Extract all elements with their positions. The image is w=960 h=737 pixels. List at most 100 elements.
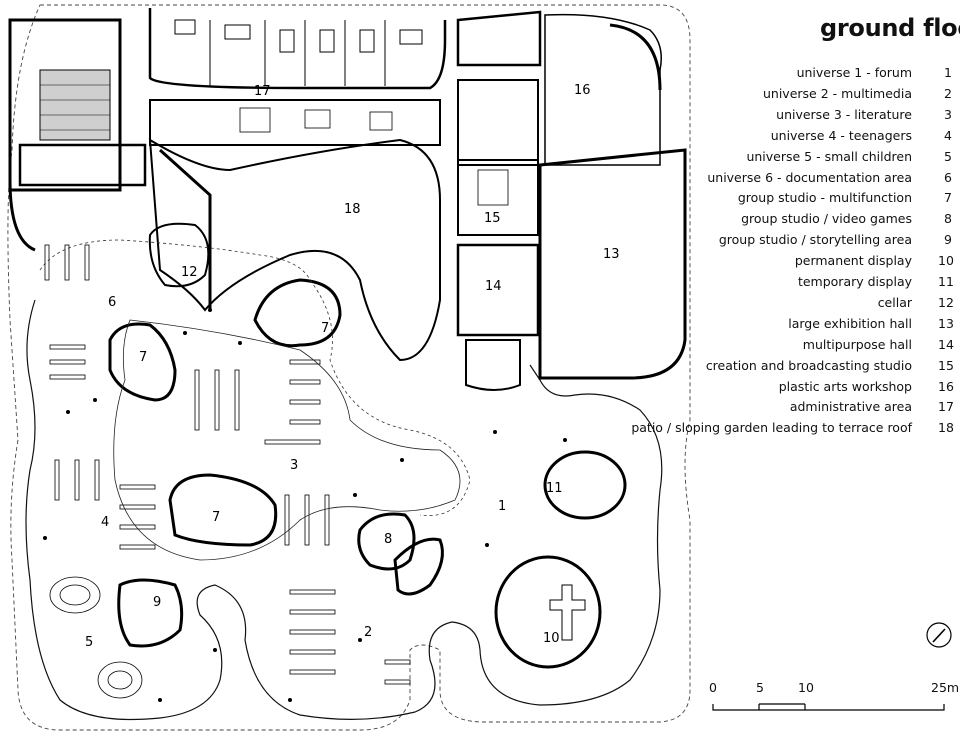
legend-label: administrative area	[789, 399, 912, 415]
desk	[369, 111, 393, 131]
shelf	[289, 669, 336, 675]
shelf	[289, 379, 321, 385]
legend-number: 2	[944, 85, 952, 101]
plan-label-7-top: 7	[321, 321, 329, 336]
core-block	[18, 143, 147, 187]
north-arrow-icon	[926, 622, 952, 648]
legend-number: 16	[938, 378, 954, 394]
shelf	[289, 399, 321, 405]
shelf	[234, 369, 240, 431]
column	[485, 543, 489, 547]
legend-label: cellar	[877, 294, 912, 310]
column	[213, 648, 217, 652]
stage-box	[465, 339, 521, 391]
shelf	[289, 419, 321, 425]
legend-number: 11	[938, 274, 954, 289]
studio-9	[117, 578, 184, 648]
plan-label-7-center: 7	[212, 510, 220, 525]
shelf	[119, 484, 156, 490]
legend-number: 6	[944, 169, 952, 185]
plan-label-5: 5	[85, 635, 93, 650]
legend-label: group studio / video games	[741, 211, 912, 227]
bookshelves	[44, 244, 411, 685]
page-title: ground floor	[820, 14, 960, 42]
legend-row: large exhibition hall 13	[640, 316, 956, 337]
column	[43, 536, 47, 540]
shelf	[44, 244, 50, 281]
plan-label-2: 2	[364, 625, 372, 640]
temporary-display-11	[543, 450, 627, 520]
desk	[239, 107, 271, 133]
column	[288, 698, 292, 702]
plan-label-18: 18	[344, 202, 361, 217]
curved-wall	[8, 179, 36, 252]
scale-label-0: 0	[709, 680, 717, 695]
shelf	[194, 369, 200, 431]
studio-7-left	[108, 322, 177, 402]
literature-zone-outline	[113, 319, 461, 561]
column	[353, 493, 357, 497]
floor-outline	[25, 299, 663, 721]
desk	[174, 19, 196, 35]
shelf	[119, 544, 156, 550]
plan-label-12: 12	[181, 265, 198, 280]
column	[183, 331, 187, 335]
desk	[399, 29, 423, 45]
column	[208, 308, 212, 312]
column	[563, 438, 567, 442]
plan-label-1: 1	[498, 499, 506, 514]
shelf	[284, 494, 290, 546]
shelf	[384, 659, 411, 665]
studio-8	[357, 512, 416, 571]
legend-row: patio / sloping garden leading to terrac…	[631, 420, 956, 441]
admin-lower-block	[149, 99, 441, 146]
storytelling-rings	[59, 584, 91, 606]
floor-plan-drawing: 1 2 3 4 5 6 7 7 7 8 9 10 11 12 13 14 15 …	[7, 4, 691, 731]
legend-number: 1	[944, 65, 952, 80]
shelf	[384, 679, 411, 685]
legend-number: 4	[944, 127, 952, 143]
storytelling-rings	[49, 576, 101, 614]
column	[400, 458, 404, 462]
plan-label-9: 9	[153, 595, 161, 610]
shelf	[49, 344, 86, 350]
service-block-outline	[456, 10, 542, 67]
legend-number: 18	[938, 420, 954, 436]
legend-label: group studio - multifunction	[737, 190, 912, 206]
plan-label-6: 6	[108, 295, 116, 310]
plan-label-10: 10	[543, 631, 560, 646]
plan-label-15: 15	[484, 211, 501, 226]
plan-label-7-left: 7	[139, 350, 147, 365]
legend-label: temporary display	[797, 274, 912, 289]
legend-label: creation and broadcasting studio	[705, 357, 912, 373]
legend-label: plastic arts workshop	[778, 378, 912, 394]
plan-label-17: 17	[254, 84, 271, 99]
legend-label: universe 5 - small children	[746, 148, 912, 164]
display-cross	[549, 584, 586, 641]
legend-label: universe 1 - forum	[796, 65, 912, 80]
column	[158, 698, 162, 702]
column	[493, 430, 497, 434]
desk	[279, 29, 295, 53]
legend-number: 10	[938, 253, 954, 269]
shelf	[84, 244, 90, 281]
scale-label-5: 5	[756, 680, 764, 695]
plan-label-8: 8	[384, 532, 392, 547]
legend-number: 3	[944, 106, 952, 122]
storytelling-rings	[107, 670, 133, 690]
legend-number: 14	[938, 336, 954, 352]
plan-label-11: 11	[546, 481, 563, 496]
shelf	[54, 459, 60, 501]
reading-zone-outline	[39, 239, 471, 516]
legend-label: large exhibition hall	[788, 315, 912, 331]
legend-number: 13	[938, 315, 954, 331]
stair-hatch	[39, 69, 111, 141]
legend-label: universe 3 - literature	[776, 106, 912, 122]
cellar-12-outline	[148, 222, 210, 288]
